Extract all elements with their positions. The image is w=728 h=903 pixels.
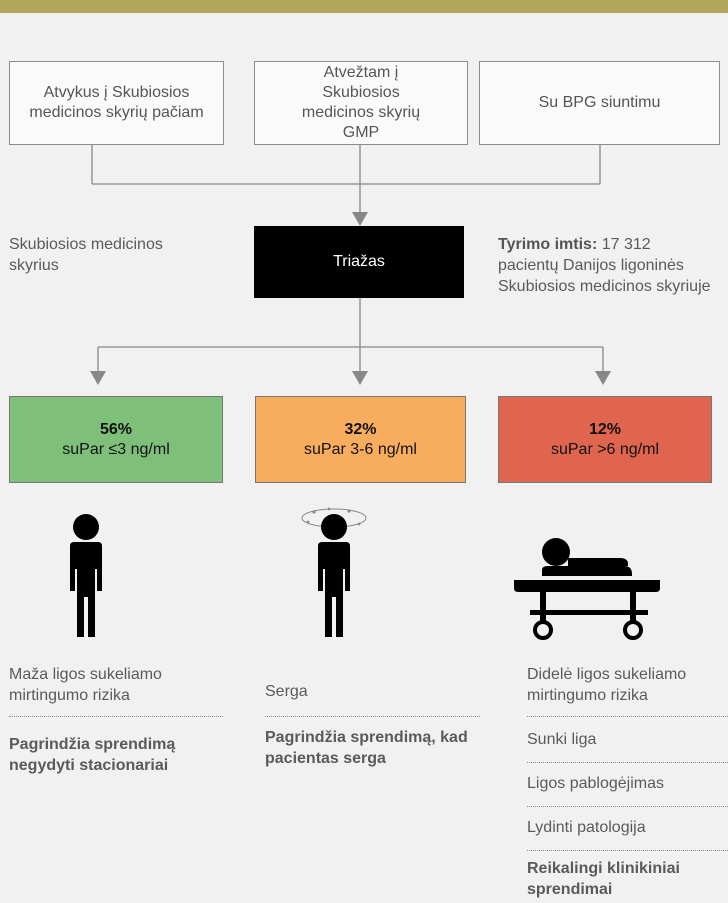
source-box-referral: Su BPG siuntimu [479, 61, 720, 145]
divider [527, 850, 728, 851]
divider [527, 806, 728, 807]
result-high-percent: 12% [588, 420, 622, 438]
result-high-label: suPar >6 ng/ml [550, 440, 660, 458]
person-icon [70, 514, 102, 637]
top-accent-bar [0, 0, 728, 13]
arrow-head [352, 212, 368, 226]
result-box-low: 56% suPar ≤3 ng/ml [9, 396, 223, 483]
source-ambulance-text: Atvežtam į Skubiosios medicinos skyrių G… [301, 64, 421, 141]
outcome-low-risk: Maža ligos sukeliamo mirtingumo rizika [9, 666, 162, 704]
result-box-mid: 32% suPar 3-6 ng/ml [255, 396, 466, 483]
department-label: Skubiosios medicinos skyrius [9, 236, 163, 274]
source-referral-text: Su BPG siuntimu [538, 94, 661, 111]
arrow-head [90, 371, 106, 385]
triage-text: Triažas [333, 253, 385, 270]
outcome-high-risk: Didelė ligos sukeliamo mirtingumo rizika [527, 666, 687, 704]
triage-box: Triažas [254, 226, 464, 298]
dizzy-person-icon [301, 507, 367, 637]
result-low-label: suPar ≤3 ng/ml [62, 440, 170, 458]
result-mid-percent: 32% [344, 420, 377, 438]
source-self-text: Atvykus į Skubiosios medicinos skyrių pa… [29, 84, 204, 121]
outcome-high-item: Ligos pablogėjimas [527, 775, 664, 792]
result-low-percent: 56% [99, 420, 133, 438]
result-mid-label: suPar 3-6 ng/ml [304, 440, 417, 458]
outcome-mid-risk: Serga [265, 683, 308, 700]
result-box-high: 12% suPar >6 ng/ml [498, 396, 712, 483]
divider [527, 716, 728, 717]
divider [9, 716, 223, 717]
divider [527, 762, 728, 763]
source-box-ambulance: Atvežtam į Skubiosios medicinos skyrių G… [254, 61, 468, 145]
sample-bold: Tyrimo imtis: [498, 236, 598, 253]
divider [265, 716, 480, 717]
patient-stretcher-icon [514, 538, 660, 640]
outcome-high-item: Sunki liga [527, 731, 597, 748]
outcome-high-decision: Reikalingi klinikiniai sprendimai [527, 860, 680, 898]
arrow-head [352, 371, 368, 385]
arrow-head [595, 371, 611, 385]
sample-info: Tyrimo imtis: 17 312 pacientų Danijos li… [498, 234, 713, 297]
sample-text: 17 312 pacientų Danijos ligoninės Skubio… [498, 236, 711, 295]
outcome-low-decision: Pagrindžia sprendimą negydyti stacionari… [9, 736, 176, 774]
source-box-self: Atvykus į Skubiosios medicinos skyrių pa… [9, 61, 224, 145]
outcome-high-item: Lydinti patologija [527, 819, 646, 836]
outcome-mid-decision: Pagrindžia sprendimą, kad pacientas serg… [265, 729, 468, 767]
